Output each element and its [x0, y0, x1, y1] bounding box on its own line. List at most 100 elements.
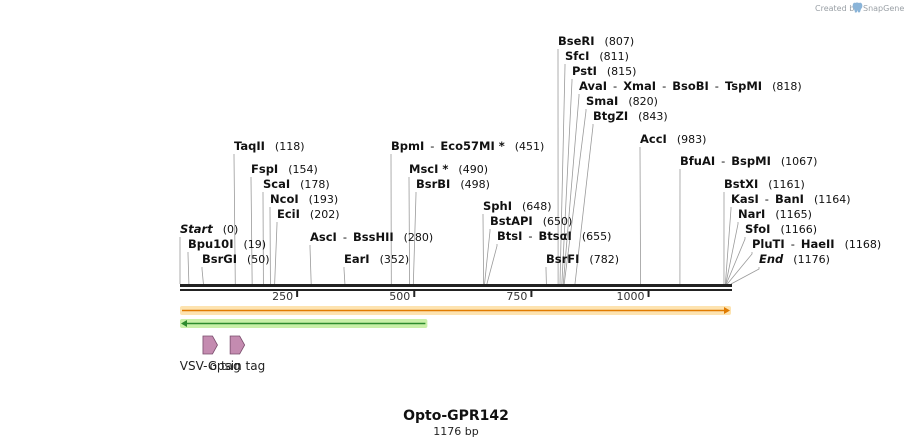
enzyme-name: BfuAI — [680, 154, 715, 168]
cut-site-label: AvaI-XmaI-BsoBI-TspMI(818) — [579, 79, 802, 93]
cut-site-bsrfi[interactable]: BsrFI(782) — [546, 252, 619, 266]
enzyme-name: BseRI — [558, 34, 595, 48]
enzyme-name: AvaI — [579, 79, 607, 93]
cut-site-label: BtsI-BtsαI(655) — [497, 229, 611, 243]
cut-site-line-fspi — [250, 177, 253, 285]
cut-site-ncoi[interactable]: NcoI(193) — [270, 192, 338, 206]
cut-site-scai[interactable]: ScaI(178) — [263, 177, 330, 191]
enzyme-name: End — [759, 252, 784, 266]
site-position: (1176) — [793, 253, 830, 266]
cut-site-lines — [179, 49, 760, 285]
cut-site-line-acci — [639, 147, 641, 285]
cut-site-kasi[interactable]: KasI-BanI(1164) — [731, 192, 851, 206]
name-separator: - — [430, 139, 434, 153]
cut-site-asci[interactable]: AscI-BssHII(280) — [310, 230, 433, 244]
cut-site-nari[interactable]: NarI(1165) — [738, 207, 812, 221]
cut-site-bpu10i[interactable]: Bpu10I (19) — [188, 237, 266, 251]
site-position: (655) — [582, 230, 612, 243]
cut-site-bstapi[interactable]: BstAPI(650) — [490, 214, 572, 228]
vsv-g-tag-arrow-icon[interactable] — [202, 335, 218, 355]
cut-site-label: TaqII (118) — [234, 139, 305, 153]
enzyme-name: BtsαI — [539, 229, 572, 243]
cut-site-label: NcoI(193) — [270, 192, 338, 206]
cut-site-taqii[interactable]: TaqII (118) — [234, 139, 305, 153]
cut-site-ecii[interactable]: EciI(202) — [277, 207, 340, 221]
cut-site-end[interactable]: End (1176) — [759, 252, 830, 266]
cut-site-line-ecii — [274, 222, 278, 285]
cut-site-label: KasI-BanI(1164) — [731, 192, 851, 206]
cut-site-line-psti — [561, 79, 573, 285]
cut-site-eari[interactable]: EarI(352) — [344, 252, 409, 266]
cut-site-bsrgi[interactable]: BsrGI (50) — [202, 252, 270, 266]
cut-site-label: BsrGI (50) — [202, 252, 270, 266]
cut-site-acci[interactable]: AccI(983) — [640, 132, 706, 146]
cut-site-line-asci — [309, 245, 312, 285]
enzyme-name: Bpu10I — [188, 237, 233, 251]
cut-site-label: BseRI (807) — [558, 34, 634, 48]
cut-site-psti[interactable]: PstI(815) — [572, 64, 636, 78]
cut-site-bstxi[interactable]: BstXI(1161) — [724, 177, 805, 191]
cut-site-label: EciI(202) — [277, 207, 340, 221]
cut-site-labels: BseRI(807)SfcI(811)PstI(815)AvaI-XmaI-Bs… — [180, 34, 881, 266]
sequence-length: 1176 bp — [433, 425, 478, 438]
enzyme-name: SphI — [483, 199, 512, 213]
cut-site-label: BpmI-Eco57MI *(451) — [391, 139, 544, 153]
cut-site-line-bsrbi — [412, 192, 417, 285]
site-position: (154) — [288, 163, 318, 176]
cut-site-line-msci — [408, 177, 410, 285]
site-position: (1165) — [775, 208, 812, 221]
cut-site-bpmi[interactable]: BpmI-Eco57MI *(451) — [391, 139, 544, 153]
cut-site-line-kasi — [724, 207, 732, 285]
cut-site-label: BfuAI-BspMI (1067) — [680, 154, 817, 168]
cut-site-pluti[interactable]: PluTI-HaeII(1168) — [752, 237, 881, 251]
cut-site-avai[interactable]: AvaI-XmaI-BsoBI-TspMI(818) — [579, 79, 802, 93]
enzyme-name: PstI — [572, 64, 597, 78]
snapgene-tooth-icon — [852, 2, 863, 13]
feature-arrow-head-icon — [181, 320, 187, 327]
cut-site-line-bpu10i — [187, 252, 190, 285]
enzyme-name: BstXI — [724, 177, 758, 191]
cut-site-fspi[interactable]: FspI(154) — [251, 162, 318, 176]
site-position: (118) — [275, 140, 305, 153]
site-position: (178) — [300, 178, 330, 191]
cut-site-sphi[interactable]: SphI (648) — [483, 199, 552, 213]
enzyme-name: BanI — [775, 192, 804, 206]
cut-site-sfoi[interactable]: SfoI(1166) — [745, 222, 817, 236]
cut-site-bfuai[interactable]: BfuAI-BspMI (1067) — [680, 154, 817, 168]
sequence-backbone — [180, 284, 732, 291]
name-separator: - — [721, 154, 725, 168]
cut-site-line-btgzi — [574, 124, 594, 285]
cut-site-bseri[interactable]: BseRI (807) — [558, 34, 634, 48]
enzyme-name: BsrGI — [202, 252, 237, 266]
name-separator: - — [765, 192, 769, 206]
cut-site-btgzi[interactable]: BtgZI(843) — [593, 109, 668, 123]
site-position: (1168) — [845, 238, 882, 251]
site-position: (807) — [605, 35, 635, 48]
enzyme-name: TaqII — [234, 139, 265, 153]
cut-site-start[interactable]: Start(0) — [180, 222, 238, 236]
cut-site-msci[interactable]: MscI *(490) — [409, 162, 488, 176]
enzyme-name: BpmI — [391, 139, 424, 153]
cut-site-btsi[interactable]: BtsI-BtsαI(655) — [497, 229, 611, 243]
enzyme-name: BtgZI — [593, 109, 628, 123]
cut-site-label: ScaI(178) — [263, 177, 330, 191]
ruler-tick-label: 250 — [272, 290, 293, 303]
cut-site-label: PstI(815) — [572, 64, 636, 78]
enzyme-name: BspMI — [731, 154, 771, 168]
site-position: (1067) — [781, 155, 818, 168]
cut-site-bsrbi[interactable]: BsrBI(498) — [416, 177, 490, 191]
cut-site-sfci[interactable]: SfcI(811) — [565, 49, 629, 63]
site-position: (280) — [404, 231, 434, 244]
site-position: (451) — [515, 140, 545, 153]
site-position: (19) — [243, 238, 266, 251]
cut-site-label: BsrBI(498) — [416, 177, 490, 191]
site-position: (50) — [247, 253, 270, 266]
opsin-tag-arrow-icon[interactable] — [229, 335, 246, 355]
enzyme-name: XmaI — [623, 79, 656, 93]
site-position: (648) — [522, 200, 552, 213]
site-position: (1166) — [780, 223, 817, 236]
cut-site-label: BtgZI(843) — [593, 109, 668, 123]
credit-prefix: Created by — [815, 4, 859, 13]
cut-site-line-sphi — [482, 214, 485, 285]
cut-site-smai[interactable]: SmaI(820) — [586, 94, 658, 108]
